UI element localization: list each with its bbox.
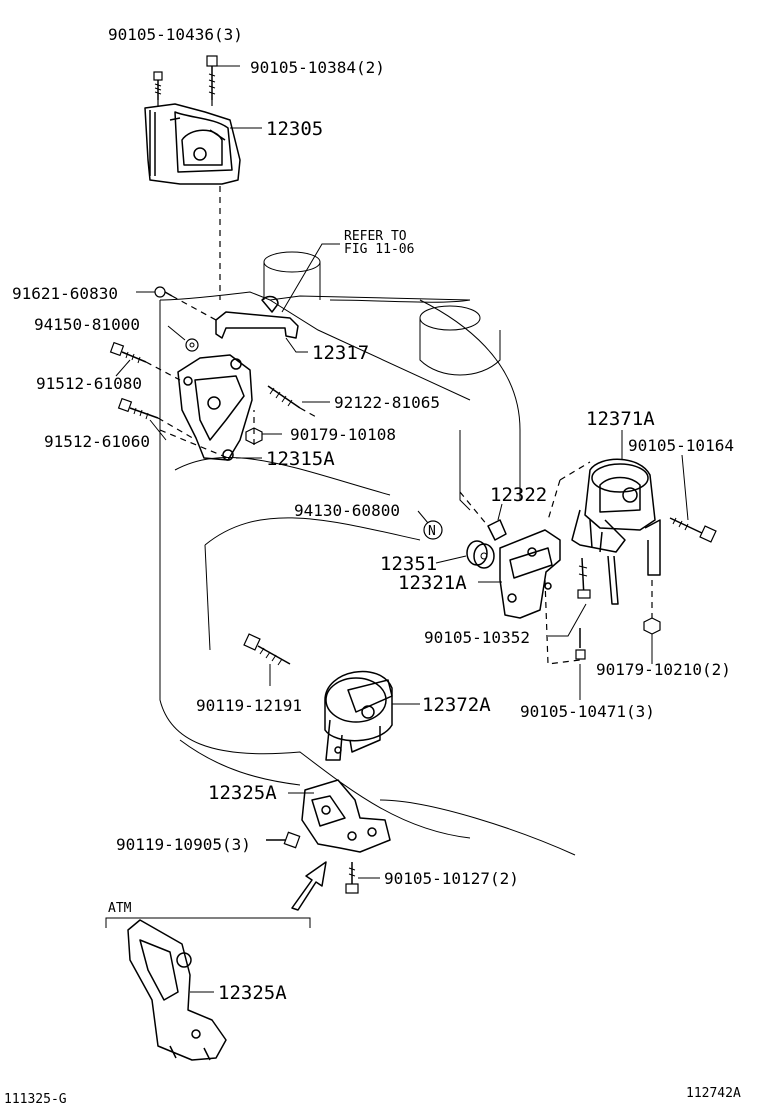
part-label: 12317 — [312, 342, 369, 364]
part-label: 91512-61060 — [44, 432, 150, 451]
washer-mark: N — [428, 524, 436, 539]
bolt-icon — [154, 286, 173, 298]
bracket-12317 — [215, 295, 299, 339]
part-label: 12315A — [266, 448, 335, 470]
engine-mount-12371A — [571, 458, 661, 605]
bracket-12321A — [499, 529, 561, 619]
part-label: 90105-10127(2) — [384, 869, 519, 888]
bolt-icon — [117, 397, 159, 420]
bolt-icon — [577, 557, 591, 599]
bolt-icon — [206, 55, 218, 100]
bolt-icon — [266, 831, 301, 849]
nut-icon — [643, 617, 661, 635]
bracket-12315A — [177, 354, 253, 461]
engine-outline — [159, 251, 576, 856]
bolt-icon — [669, 517, 717, 543]
engine-mount-12372A — [324, 670, 393, 761]
washer-icon — [423, 520, 443, 540]
bolt-icon — [109, 341, 147, 364]
variant-label: ATM — [108, 901, 132, 916]
engine-mount-12305 — [144, 103, 241, 185]
atm-group — [105, 917, 311, 1061]
note-label: REFER TO — [344, 229, 407, 244]
note-label: FIG 11-06 — [344, 242, 414, 257]
part-label: 94130-60800 — [294, 501, 400, 520]
footer-code-right: 112742A — [686, 1086, 741, 1101]
part-label: 12371A — [586, 408, 655, 430]
part-label: 91621-60830 — [12, 284, 118, 303]
part-label: 90179-10108 — [290, 425, 396, 444]
part-label: 90105-10164 — [628, 436, 734, 455]
nut-icon — [185, 338, 199, 352]
part-label: 90105-10352 — [424, 628, 530, 647]
bolt-icon — [575, 628, 586, 660]
leader-lines — [115, 65, 689, 993]
part-label: 12305 — [266, 118, 323, 140]
part-label: 90105-10436(3) — [108, 25, 243, 44]
part-label: 12322 — [490, 484, 547, 506]
part-label: 90119-12191 — [196, 696, 302, 715]
nut-12322 — [487, 519, 507, 541]
callout-labels: 90105-10436(3) 90105-10384(2) 12305 REFE… — [4, 25, 741, 1107]
bracket-12325A — [301, 779, 391, 853]
part-label: 90179-10210(2) — [596, 660, 731, 679]
bolt-icon — [153, 71, 163, 100]
part-label: 12325A — [208, 782, 277, 804]
bolt-icon — [243, 633, 291, 666]
footer-code-left: 111325-G — [4, 1092, 67, 1107]
part-label: 12321A — [398, 572, 467, 594]
bracket-12325A-atm — [127, 919, 227, 1061]
part-label: 92122-81065 — [334, 393, 440, 412]
part-label: 12325A — [218, 982, 287, 1004]
part-label: 90105-10384(2) — [250, 58, 385, 77]
part-label: 12372A — [422, 694, 491, 716]
bushing-12351 — [466, 540, 495, 569]
bolt-icon — [267, 385, 301, 409]
part-label: 91512-61080 — [36, 374, 142, 393]
bolt-icon — [345, 862, 359, 894]
part-label: 90119-10905(3) — [116, 835, 251, 854]
part-label: 90105-10471(3) — [520, 702, 655, 721]
part-label: 94150-81000 — [34, 315, 140, 334]
arrow-icon — [291, 861, 327, 911]
part-label: 12351 — [380, 553, 437, 575]
